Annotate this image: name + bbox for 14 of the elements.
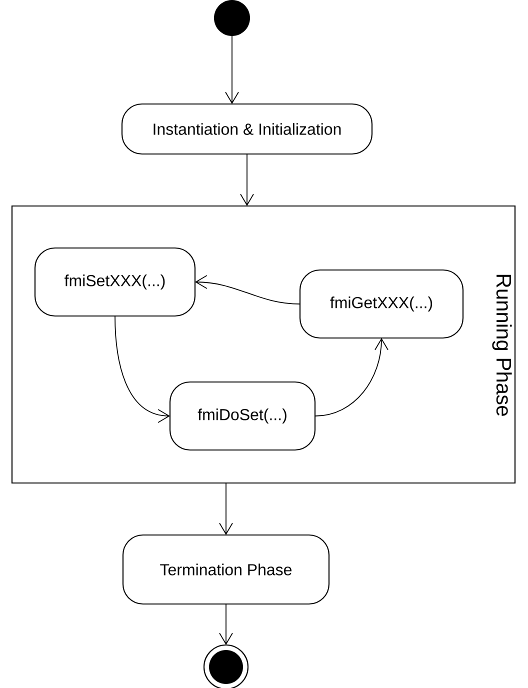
final-state [203, 644, 249, 688]
arrow [195, 275, 300, 304]
state-box: Instantiation & Initialization [121, 103, 373, 155]
initial-state [214, 0, 250, 36]
arrow [114, 316, 170, 423]
state-box: fmiSetXXX(...) [34, 247, 196, 317]
arrow [240, 154, 254, 206]
arrow [219, 482, 233, 535]
arrow [314, 338, 388, 416]
state-box: fmiDoSet(...) [169, 381, 316, 451]
state-box: Termination Phase [122, 534, 330, 605]
arrow [225, 36, 239, 104]
arrow [219, 604, 233, 645]
state-box: fmiGetXXX(...) [299, 269, 464, 339]
